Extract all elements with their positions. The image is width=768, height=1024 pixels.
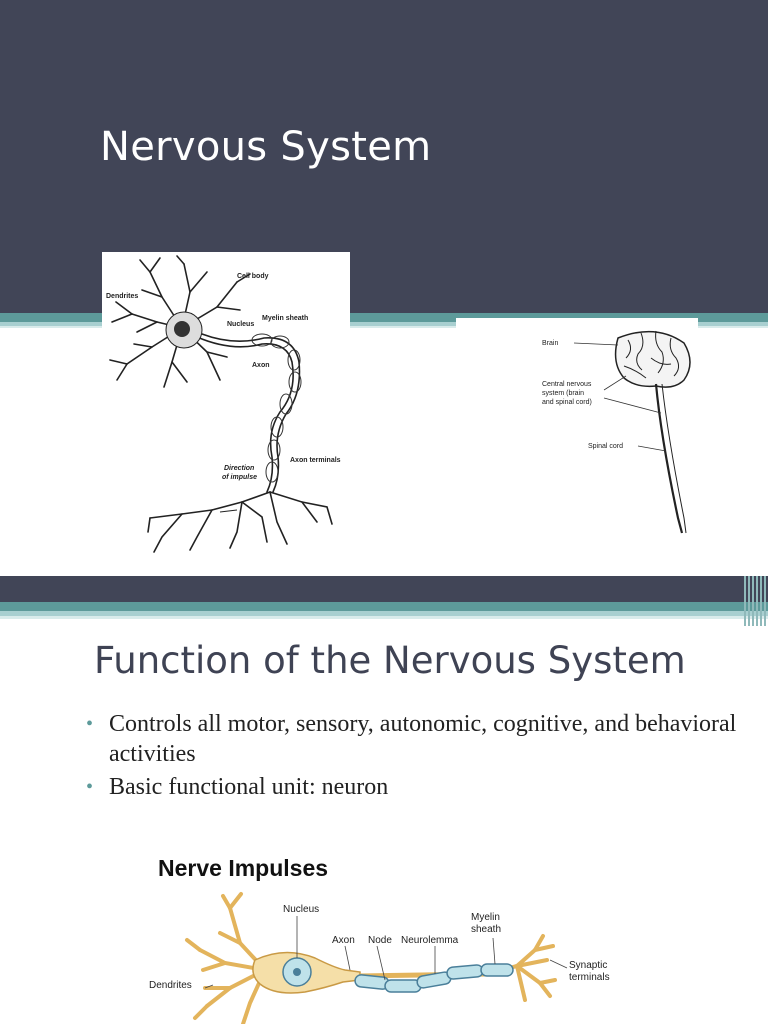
bullet-list: • Controls all motor, sensory, autonomic… [86, 709, 746, 805]
slide-title: Nervous System [100, 124, 432, 170]
label-axon: Axon [332, 935, 355, 946]
label-dendrites: Dendrites [106, 293, 138, 300]
label-dendrites: Dendrites [149, 980, 192, 991]
label-cell-body: Cell body [237, 273, 269, 280]
label-direction-1: Direction [224, 465, 254, 472]
label-cns-1: Central nervous [542, 381, 592, 388]
brain-spinal-cord-diagram: Brain Central nervous system (brain and … [456, 318, 698, 543]
accent-stripe [0, 313, 768, 322]
accent-stripe-faint [0, 616, 768, 619]
bullet-dot: • [86, 776, 94, 798]
accent-stripe-light [0, 611, 768, 616]
label-node: Node [368, 935, 392, 946]
label-nucleus: Nucleus [283, 904, 319, 915]
corner-decoration [742, 576, 768, 626]
label-neurolemma: Neurolemma [401, 935, 459, 946]
slide-header-band [0, 576, 768, 602]
slide-title: Function of the Nervous System [94, 639, 686, 682]
label-axon: Axon [252, 362, 270, 369]
label-direction-2: of impulse [222, 474, 257, 481]
figure-title: Nerve Impulses [158, 855, 329, 881]
label-spinal-cord: Spinal cord [588, 443, 623, 450]
label-nucleus: Nucleus [227, 321, 254, 328]
bullet-text: Basic functional unit: neuron [109, 774, 389, 800]
slide-function-of-nervous-system: Function of the Nervous System • Control… [0, 576, 768, 1024]
label-synaptic-2: terminals [569, 972, 610, 983]
label-brain: Brain [542, 340, 558, 347]
label-myelin-1: Myelin [471, 912, 500, 923]
bullet-dot: • [86, 713, 94, 735]
nerve-impulse-diagram: Nucleus Axon Node Neurolemma Myelin shea… [145, 888, 625, 1024]
accent-stripe-light [0, 322, 768, 326]
label-myelin-2: sheath [471, 924, 501, 935]
neuron-diagram: Cell body Dendrites Nucleus Myelin sheat… [102, 252, 350, 562]
accent-stripe-faint [0, 326, 768, 328]
label-cns-3: and spinal cord) [542, 399, 592, 406]
bullet-item: • Controls all motor, sensory, autonomic… [86, 709, 746, 769]
label-axon-terminals: Axon terminals [290, 457, 341, 464]
bullet-text: Controls all motor, sensory, autonomic, … [109, 711, 737, 767]
label-cns-2: system (brain [542, 390, 584, 397]
slide-nervous-system: Nervous System [0, 0, 768, 562]
label-myelin-sheath: Myelin sheath [262, 315, 308, 322]
bullet-item: • Basic functional unit: neuron [86, 772, 746, 802]
accent-stripe [0, 602, 768, 611]
label-synaptic-1: Synaptic [569, 960, 607, 971]
